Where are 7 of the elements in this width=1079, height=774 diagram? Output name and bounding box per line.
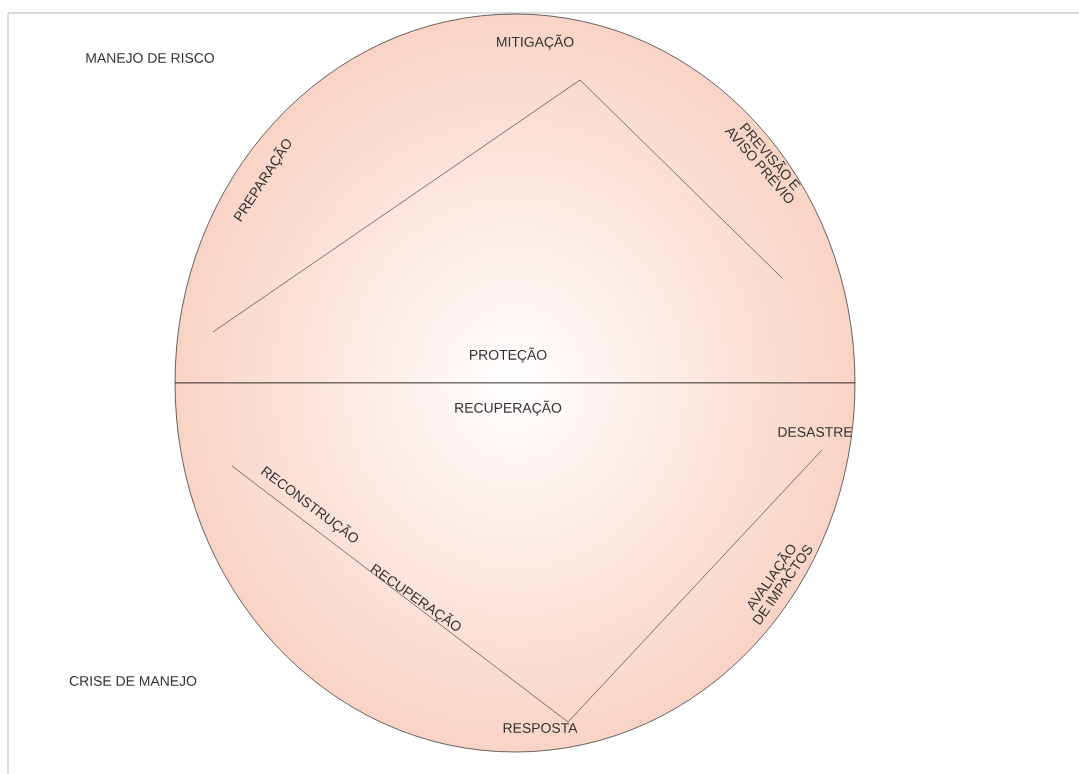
phase-label: RECUPERAÇÃO: [455, 400, 562, 416]
section-label: CRISE DE MANEJO: [69, 676, 197, 686]
phase-label: RESPOSTA: [503, 723, 578, 733]
section-label: MANEJO DE RISCO: [86, 53, 215, 63]
phase-label: DESASTRE: [778, 427, 852, 437]
phase-label: MITIGAÇÃO: [497, 34, 574, 50]
phase-label: PROTEÇÃO: [470, 347, 547, 363]
